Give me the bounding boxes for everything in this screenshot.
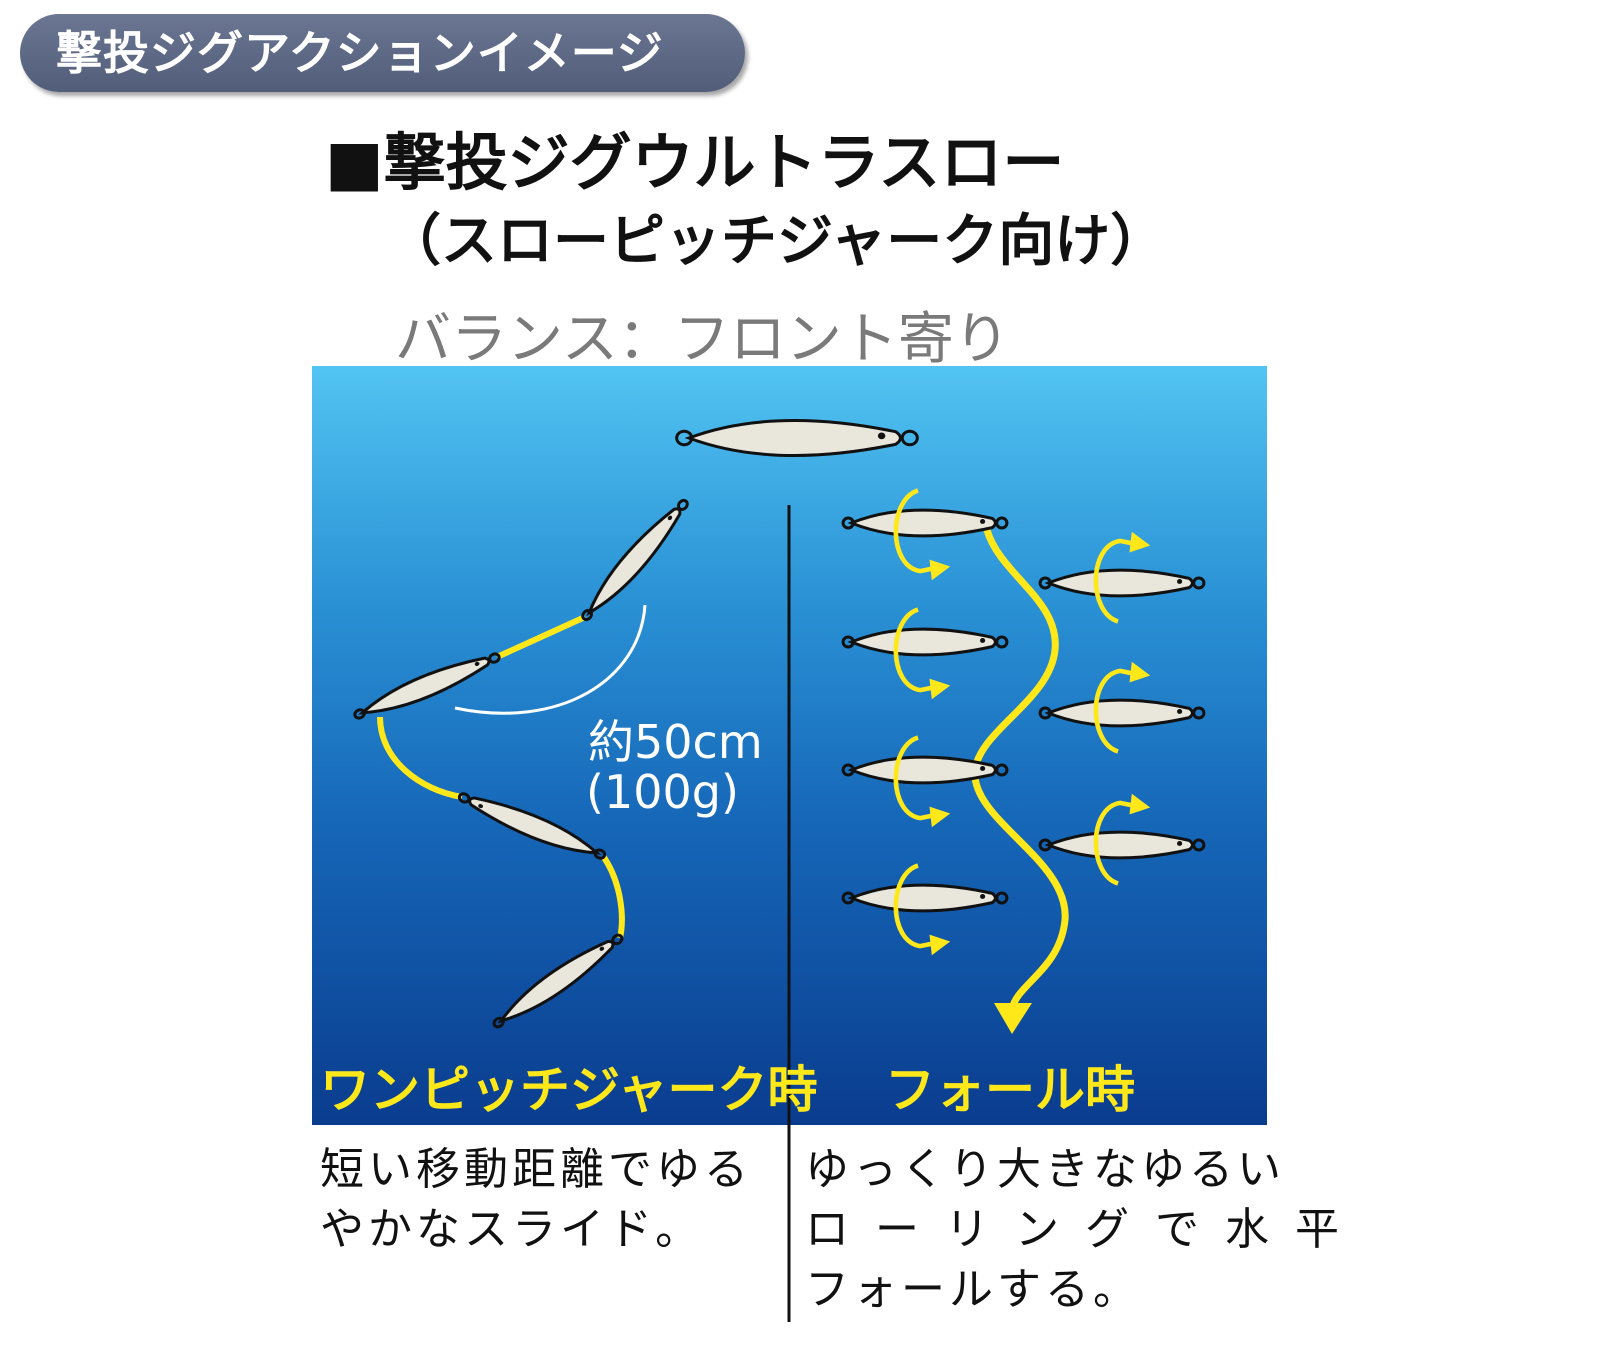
distance-label: 約50cm xyxy=(588,715,763,769)
fall-arrow-icon xyxy=(994,1003,1032,1034)
jig-left-1 xyxy=(576,494,694,625)
left-description-line: やかなスライド。 xyxy=(320,1204,704,1255)
right-description-line: ゆっくり大きなゆるい xyxy=(805,1144,1285,1195)
weight-label: (100g) xyxy=(586,765,739,819)
jig-fall-5 xyxy=(1040,570,1204,596)
jig-top xyxy=(677,421,918,456)
jig-fall-7 xyxy=(1040,832,1204,858)
jig-left-4 xyxy=(489,928,628,1034)
left-description: 短い移動距離でゆる やかなスライド。 xyxy=(320,1140,752,1260)
left-description-line: 短い移動距離でゆる xyxy=(320,1144,752,1195)
distance-arc xyxy=(454,604,647,715)
jig-fall-3 xyxy=(843,757,1007,783)
jig-fall-2 xyxy=(843,629,1007,655)
jerk-path xyxy=(377,614,625,939)
jig-fall-6 xyxy=(1040,700,1204,726)
product-title: ■撃投ジグウルトラスロー xyxy=(325,126,1065,199)
right-caption: フォール時 xyxy=(885,1061,1135,1119)
right-description-line: フォールする。 xyxy=(805,1264,1141,1315)
jig-fall-1 xyxy=(843,510,1007,536)
left-caption: ワンピッチジャーク時 xyxy=(320,1061,818,1119)
right-description: ゆっくり大きなゆるい ローリングで水平 フォールする。 xyxy=(805,1140,1365,1320)
section-header-label: 撃投ジグアクションイメージ xyxy=(56,26,664,80)
jig-left-2 xyxy=(351,647,503,726)
right-description-line: ローリングで水平 xyxy=(805,1204,1365,1255)
jig-fall-4 xyxy=(843,885,1007,911)
balance-label: バランス：フロント寄り xyxy=(395,307,1010,372)
product-subtitle: （スローピッチジャーク向け） xyxy=(385,209,1167,274)
section-header-pill: 撃投ジグアクションイメージ xyxy=(20,14,745,92)
